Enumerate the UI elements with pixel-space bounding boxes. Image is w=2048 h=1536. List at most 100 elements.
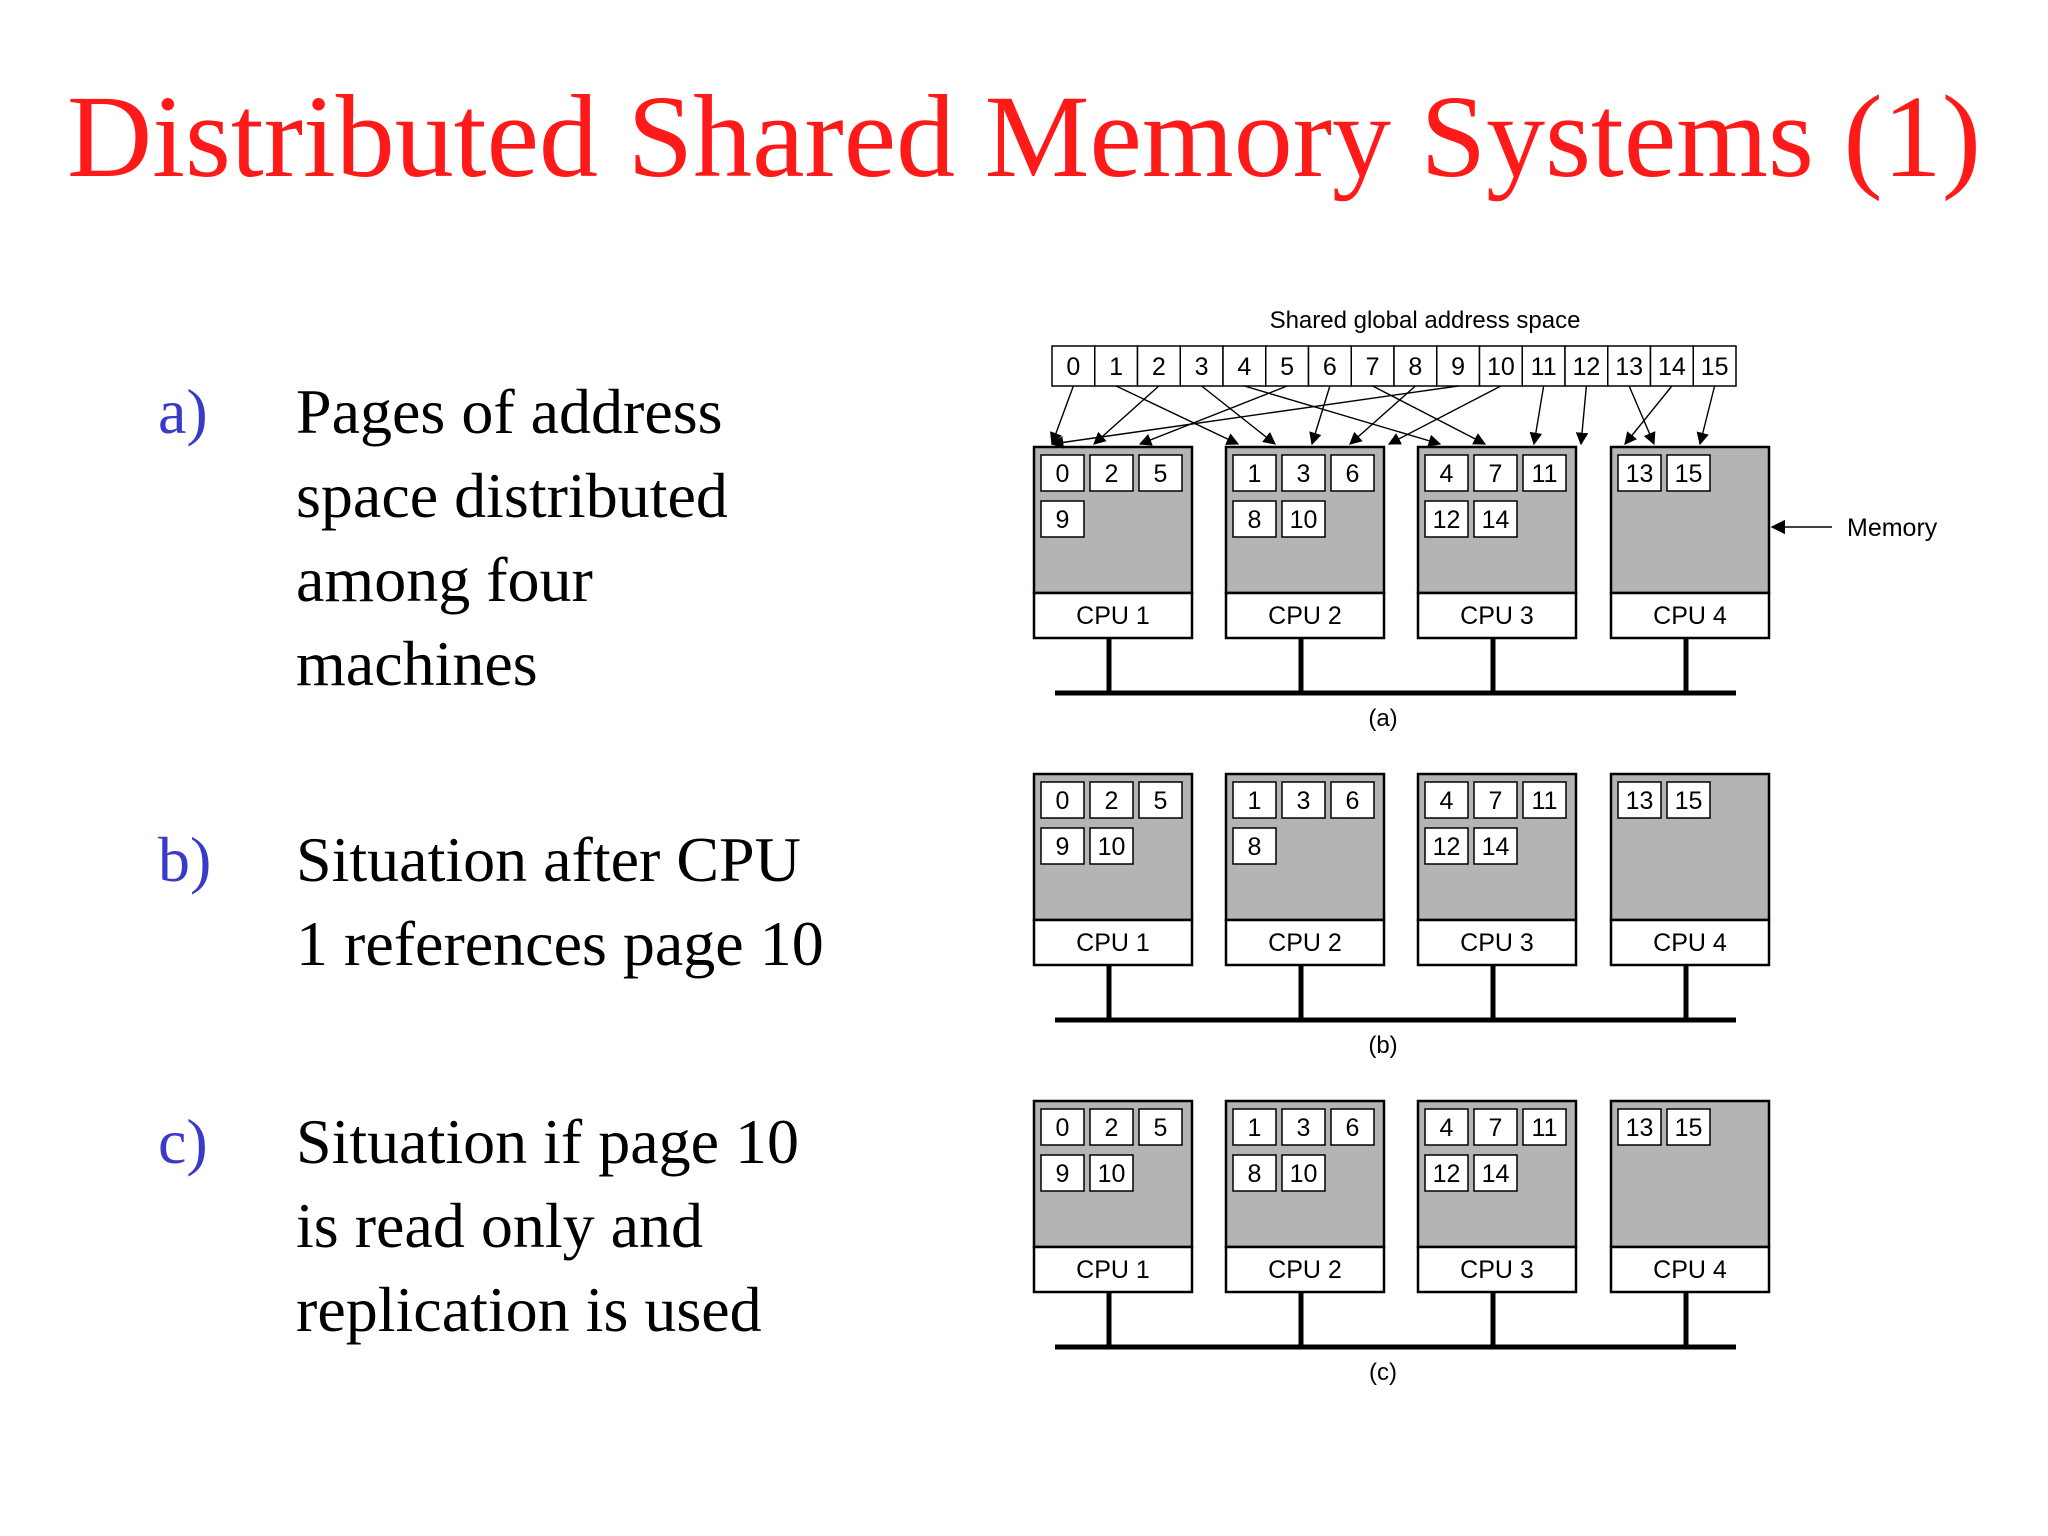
page-label: 5 bbox=[1154, 1114, 1168, 1142]
page-cell bbox=[1232, 1154, 1277, 1192]
cpu-label: CPU 4 bbox=[1653, 1256, 1727, 1284]
page-cell bbox=[1473, 781, 1518, 819]
address-space-label: Shared global address space bbox=[1270, 307, 1581, 334]
page-label: 0 bbox=[1056, 1114, 1070, 1142]
page-cell bbox=[1138, 454, 1183, 492]
cpu-label: CPU 1 bbox=[1076, 1256, 1150, 1284]
page-arrow bbox=[1309, 385, 1331, 446]
bullet-line: space distributed bbox=[296, 460, 728, 531]
cpu-label: CPU 3 bbox=[1460, 929, 1534, 957]
page-label: 5 bbox=[1154, 460, 1168, 488]
address-page-cell bbox=[1607, 345, 1652, 387]
page-arrow bbox=[1201, 385, 1276, 445]
bullet-line: is read only and bbox=[296, 1190, 703, 1261]
page-arrow bbox=[1575, 385, 1589, 446]
bullet-marker: a) bbox=[158, 376, 208, 447]
bullet-line: among four bbox=[296, 544, 593, 615]
cpu-box bbox=[1609, 918, 1771, 967]
page-label: 10 bbox=[1290, 506, 1318, 534]
slide-title: Distributed Shared Memory Systems (1) bbox=[67, 71, 1981, 202]
page-cell bbox=[1040, 781, 1085, 819]
cpu-box bbox=[1609, 1245, 1771, 1294]
address-page-label: 1 bbox=[1109, 353, 1123, 381]
page-cell bbox=[1281, 1108, 1326, 1146]
page-cell bbox=[1040, 827, 1085, 865]
address-page-label: 5 bbox=[1280, 353, 1294, 381]
address-page-label: 8 bbox=[1408, 353, 1422, 381]
page-cell bbox=[1473, 1108, 1518, 1146]
address-page-label: 14 bbox=[1658, 353, 1686, 381]
cpu-box bbox=[1609, 591, 1771, 640]
page-label: 0 bbox=[1056, 787, 1070, 815]
page-cell bbox=[1138, 781, 1183, 819]
page-cell bbox=[1232, 827, 1277, 865]
bullet-line: 1 references page 10 bbox=[296, 908, 824, 979]
page-arrow bbox=[1244, 385, 1442, 447]
address-page-cell bbox=[1136, 345, 1181, 387]
page-label: 12 bbox=[1433, 833, 1461, 861]
address-page-label: 7 bbox=[1366, 353, 1380, 381]
cpu-box bbox=[1416, 591, 1578, 640]
page-label: 3 bbox=[1297, 460, 1311, 488]
page-arrow bbox=[1624, 385, 1673, 445]
page-arrow bbox=[1050, 385, 1075, 446]
page-label: 13 bbox=[1626, 460, 1654, 488]
page-cell bbox=[1281, 454, 1326, 492]
cpu-label: CPU 2 bbox=[1268, 602, 1342, 630]
page-label: 10 bbox=[1098, 833, 1126, 861]
address-page-label: 2 bbox=[1152, 353, 1166, 381]
page-label: 4 bbox=[1440, 787, 1454, 815]
cpu-label: CPU 4 bbox=[1653, 602, 1727, 630]
page-label: 7 bbox=[1489, 1114, 1503, 1142]
page-label: 8 bbox=[1248, 506, 1262, 534]
bullet-line: replication is used bbox=[296, 1274, 762, 1345]
page-cell bbox=[1089, 827, 1134, 865]
page-cell bbox=[1040, 454, 1085, 492]
address-page-cell bbox=[1307, 345, 1352, 387]
page-cell bbox=[1040, 1108, 1085, 1146]
page-cell bbox=[1424, 1108, 1469, 1146]
address-page-cell bbox=[1350, 345, 1395, 387]
cpu-label: CPU 3 bbox=[1460, 1256, 1534, 1284]
address-page-label: 10 bbox=[1487, 353, 1515, 381]
page-cell bbox=[1232, 500, 1277, 538]
page-label: 9 bbox=[1056, 506, 1070, 534]
page-label: 6 bbox=[1346, 1114, 1360, 1142]
cpu-box bbox=[1224, 591, 1386, 640]
page-cell bbox=[1666, 781, 1711, 819]
page-arrow bbox=[1387, 385, 1502, 445]
address-page-label: 13 bbox=[1615, 353, 1643, 381]
page-cell bbox=[1281, 500, 1326, 538]
page-cell bbox=[1040, 1154, 1085, 1192]
bullet-line: Situation if page 10 bbox=[296, 1106, 800, 1177]
page-label: 12 bbox=[1433, 506, 1461, 534]
address-page-label: 3 bbox=[1195, 353, 1209, 381]
page-label: 14 bbox=[1482, 506, 1510, 534]
page-arrow bbox=[1372, 385, 1487, 445]
bullet-line: Pages of address bbox=[296, 376, 723, 447]
page-arrow bbox=[1349, 385, 1416, 445]
cpu-box bbox=[1032, 1245, 1194, 1294]
page-cell bbox=[1424, 500, 1469, 538]
page-cell bbox=[1089, 454, 1134, 492]
page-cell bbox=[1330, 1108, 1375, 1146]
address-page-cell bbox=[1521, 345, 1566, 387]
page-label: 1 bbox=[1248, 460, 1262, 488]
page-label: 6 bbox=[1346, 460, 1360, 488]
page-cell bbox=[1424, 454, 1469, 492]
cpu-label: CPU 1 bbox=[1076, 929, 1150, 957]
address-page-label: 11 bbox=[1531, 353, 1557, 381]
address-page-label: 0 bbox=[1066, 353, 1080, 381]
page-label: 7 bbox=[1489, 460, 1503, 488]
bullet-marker: b) bbox=[158, 824, 212, 895]
cpu-label: CPU 1 bbox=[1076, 602, 1150, 630]
page-label: 1 bbox=[1248, 787, 1262, 815]
address-page-cell bbox=[1564, 345, 1609, 387]
cpu-box bbox=[1416, 1245, 1578, 1294]
page-label: 15 bbox=[1675, 787, 1703, 815]
address-page-label: 9 bbox=[1451, 353, 1465, 381]
page-arrow bbox=[1093, 385, 1160, 445]
page-label: 0 bbox=[1056, 460, 1070, 488]
page-cell bbox=[1089, 1108, 1134, 1146]
